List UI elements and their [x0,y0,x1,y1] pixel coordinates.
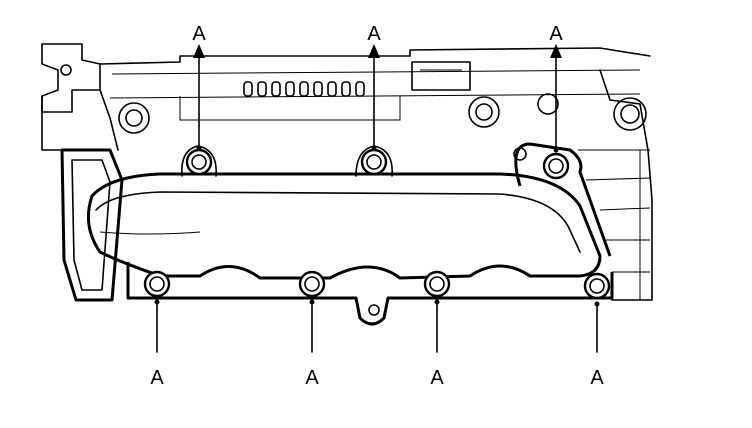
leader-bottom-2 [309,299,315,353]
leader-top-2 [368,44,380,151]
callout-top-3: A [549,23,563,45]
leader-lines [154,44,600,353]
bolt-bottom-4 [583,272,611,300]
bolt-top-2 [355,145,393,177]
leader-bottom-4 [594,301,600,353]
bolt-bottom-1 [143,270,171,298]
leader-bottom-1 [154,299,160,353]
leader-top-3 [550,44,562,153]
leader-bottom-3 [434,299,440,353]
bolt-top-1 [181,145,217,177]
callout-labels: A A A A A A A [150,23,604,389]
callout-bottom-2: A [305,367,319,389]
cylinder-head [41,43,653,301]
bolt-bottom-2 [298,270,326,298]
callout-bottom-1: A [150,367,164,389]
callout-bottom-3: A [430,367,444,389]
leader-top-1 [193,44,205,151]
bolt-bottom-3 [423,270,451,298]
head-port-slots [243,81,365,97]
manifold-bolts [143,145,611,300]
callout-top-2: A [367,23,381,45]
exhaust-manifold [60,142,614,326]
callout-bottom-4: A [590,367,604,389]
callout-top-1: A [192,23,206,45]
bolt-top-3 [542,152,570,180]
